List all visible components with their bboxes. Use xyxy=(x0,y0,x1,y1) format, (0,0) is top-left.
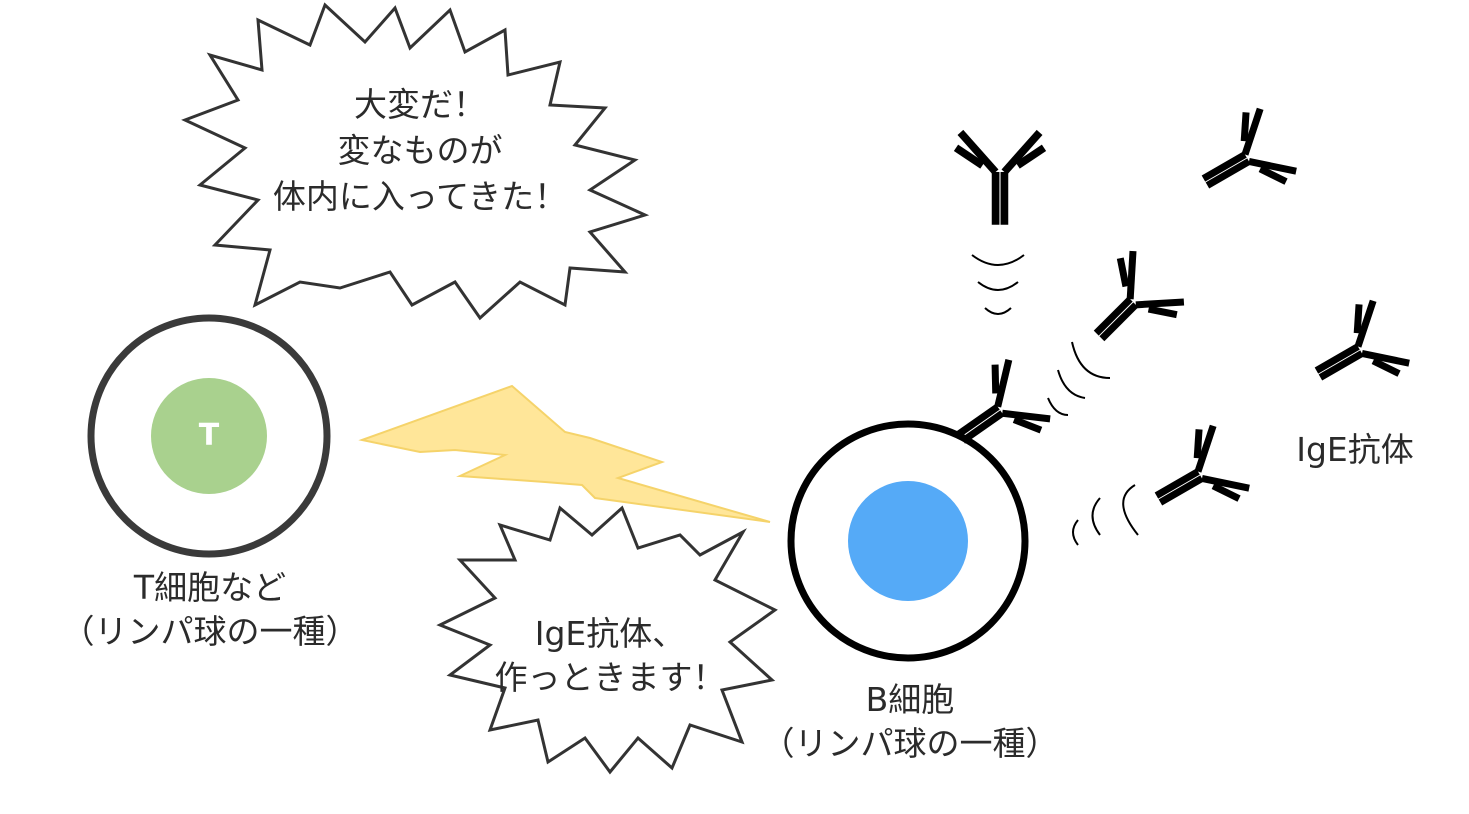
b-cell-label-line-2: （リンパ球の一種） xyxy=(761,724,1059,763)
speech-bottom-text: IgE抗体、 作っときます！ xyxy=(460,612,760,700)
antibody-3 xyxy=(1071,248,1187,364)
antibody-1 xyxy=(956,132,1044,224)
t-cell-nucleus xyxy=(151,378,267,494)
antibody-2 xyxy=(1185,105,1298,216)
speech-bottom-line-2: 作っときます！ xyxy=(494,658,726,697)
t-cell-label-line-2: （リンパ球の一種） xyxy=(61,612,359,651)
speech-top-line-3: 体内に入ってきた！ xyxy=(272,177,568,216)
t-cell-label: T細胞など （リンパ球の一種） xyxy=(20,566,400,654)
speech-bubble-top xyxy=(181,2,650,321)
speech-bubble-bottom xyxy=(436,505,778,775)
speech-top-text: 大変だ！ 変なものが 体内に入ってきた！ xyxy=(230,82,610,220)
speech-bottom-line-1: IgE抗体、 xyxy=(534,614,686,653)
speech-top-line-1: 大変だ！ xyxy=(354,85,486,124)
b-cell-label-line-1: B細胞 xyxy=(865,680,955,719)
t-cell-letter: T xyxy=(198,418,220,453)
antibody-label: IgE抗体 xyxy=(1296,430,1414,469)
b-cell-nucleus xyxy=(848,481,968,601)
motion-arcs-2 xyxy=(1047,341,1111,416)
motion-arcs-3 xyxy=(1072,484,1139,546)
antibody-4 xyxy=(1298,297,1411,408)
t-cell-label-line-1: T細胞など xyxy=(133,568,287,607)
speech-top-line-2: 変なものが xyxy=(337,131,503,170)
antibody-5 xyxy=(1138,422,1251,533)
b-cell-label: B細胞 （リンパ球の一種） xyxy=(720,678,1100,766)
lightning-bolt xyxy=(358,384,771,523)
motion-arcs-1 xyxy=(971,254,1025,315)
